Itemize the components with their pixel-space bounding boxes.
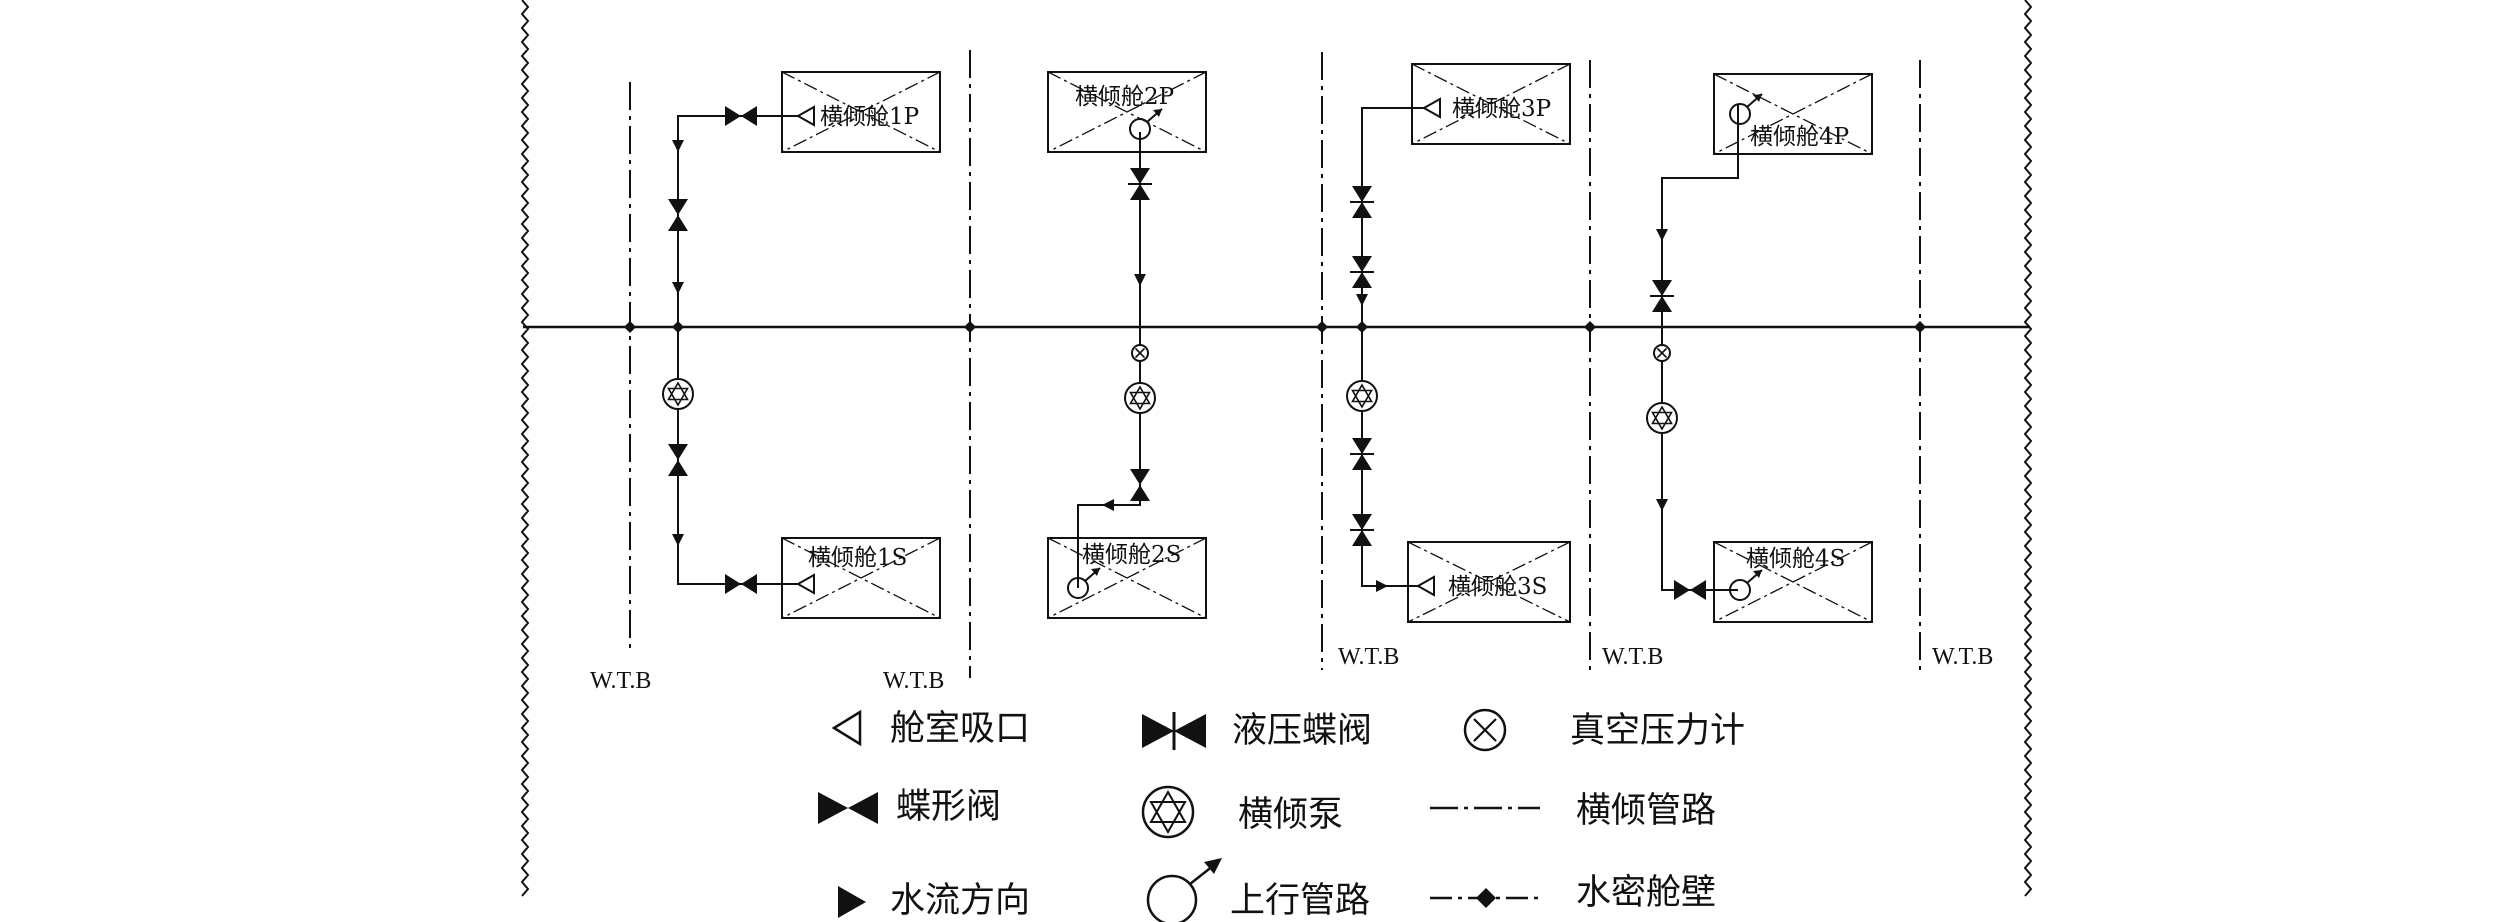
- legend-flow-direction-label: 水流方向: [890, 881, 1030, 921]
- wtb-label-4: W.T.B: [1602, 644, 1663, 670]
- wtb-label-1: W.T.B: [590, 668, 651, 694]
- legend: 舱室吸口 液压蝶阀 真空压力计 蝶形阀: [818, 708, 1745, 922]
- suction-icon: [831, 709, 862, 747]
- tank-1s-label: 横倾舱1S: [808, 545, 907, 571]
- flow-arrow-icon: [838, 886, 866, 918]
- legend-watertight-bulkhead-label: 水密舱壁: [1576, 873, 1716, 913]
- right-break-line: [2023, 0, 2033, 897]
- legend-butterfly-valve-label: 蝶形阀: [896, 787, 1001, 827]
- legend-item-butterfly-valve: 蝶形阀: [818, 787, 1001, 827]
- legend-item-flow-direction: 水流方向: [838, 881, 1030, 921]
- legend-item-heel-pump: 横倾泵: [1141, 785, 1343, 839]
- tank-4p: 横倾舱4P: [1713, 73, 1873, 155]
- hydraulic-valve-icon: [1142, 712, 1206, 750]
- legend-up-pipe-label: 上行管路: [1230, 881, 1370, 921]
- tank-2p-label: 横倾舱2P: [1075, 84, 1174, 110]
- tanks: 横倾舱1P 横倾舱2P 横倾舱3P 横倾舱4P 横倾舱1S: [781, 63, 1873, 623]
- legend-item-suction: 舱室吸口: [831, 709, 1030, 749]
- break-lines: [520, 0, 2033, 897]
- pipe-group-4-fittings: [1646, 93, 1763, 601]
- legend-vacuum-gauge-label: 真空压力计: [1570, 711, 1745, 751]
- pipe-group-3-fittings: [1346, 98, 1441, 596]
- pipe-group-2: [1077, 132, 1141, 588]
- tank-3s: 横倾舱3S: [1407, 541, 1571, 623]
- legend-heel-pump-label: 横倾泵: [1238, 795, 1343, 835]
- wtb-label-5: W.T.B: [1932, 644, 1993, 670]
- legend-item-vacuum-gauge: 真空压力计: [1463, 708, 1745, 752]
- tank-2p: 横倾舱2P: [1047, 71, 1207, 153]
- tank-3s-label: 横倾舱3S: [1448, 574, 1547, 600]
- tank-1p: 横倾舱1P: [781, 71, 941, 153]
- tank-1p-label: 横倾舱1P: [820, 104, 919, 130]
- pipe-group-1-fittings: [662, 106, 815, 594]
- tank-2s-label: 横倾舱2S: [1082, 542, 1181, 568]
- tank-2s: 横倾舱2S: [1047, 537, 1207, 619]
- legend-item-watertight-bulkhead: 水密舱壁: [1430, 873, 1716, 913]
- vacuum-gauge-icon: [1463, 708, 1507, 752]
- wtb-label-3: W.T.B: [1338, 644, 1399, 670]
- pipe-group-3: [1361, 107, 1424, 587]
- pipe-group-4: [1661, 104, 1739, 591]
- pipe-group-1: [677, 115, 798, 585]
- tank-4p-label: 横倾舱4P: [1750, 124, 1849, 150]
- heel-pump-icon: [1141, 785, 1195, 839]
- tank-4s: 横倾舱4S: [1713, 541, 1873, 623]
- legend-item-up-pipe: 上行管路: [1146, 858, 1370, 922]
- watertight-bulkheads: [629, 50, 1921, 678]
- legend-item-heel-pipe: 横倾管路: [1430, 791, 1716, 831]
- pipe-group-2-fittings: [1067, 108, 1163, 599]
- legend-heel-pipe-label: 横倾管路: [1576, 791, 1716, 831]
- legend-item-hydraulic-valve: 液压蝶阀: [1142, 711, 1372, 751]
- up-pipe-icon: [1146, 858, 1222, 922]
- wtb-label-2: W.T.B: [883, 668, 944, 694]
- butterfly-valve-icon: [818, 792, 878, 824]
- tank-4s-label: 横倾舱4S: [1746, 546, 1845, 572]
- legend-hydraulic-valve-label: 液压蝶阀: [1232, 711, 1372, 751]
- legend-suction-label: 舱室吸口: [890, 709, 1030, 749]
- tank-1s: 横倾舱1S: [781, 537, 941, 619]
- tank-3p-label: 横倾舱3P: [1452, 96, 1551, 122]
- left-break-line: [520, 0, 530, 897]
- watertight-bulkhead-icon: [1430, 888, 1540, 908]
